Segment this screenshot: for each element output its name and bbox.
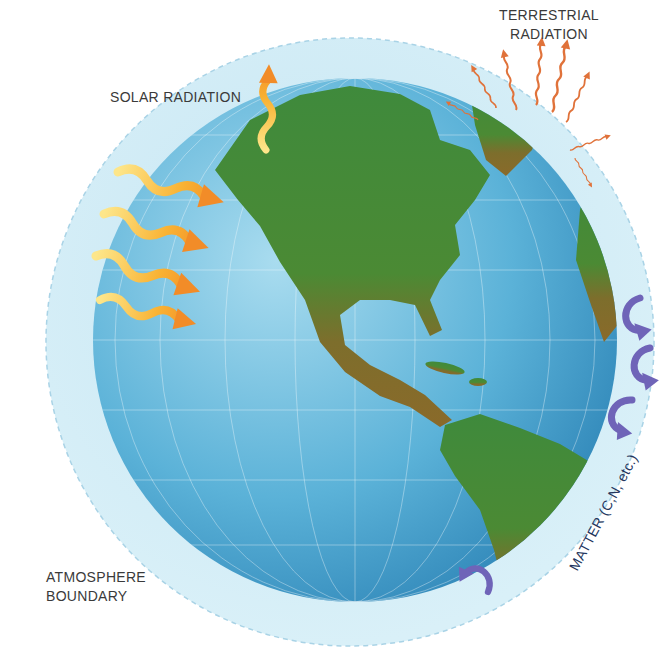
solar-radiation-label: SOLAR RADIATION bbox=[110, 88, 310, 107]
terrestrial-radiation-label: TERRESTRIAL RADIATION bbox=[490, 6, 608, 44]
atmosphere-boundary-label: ATMOSPHERE BOUNDARY bbox=[46, 568, 176, 606]
